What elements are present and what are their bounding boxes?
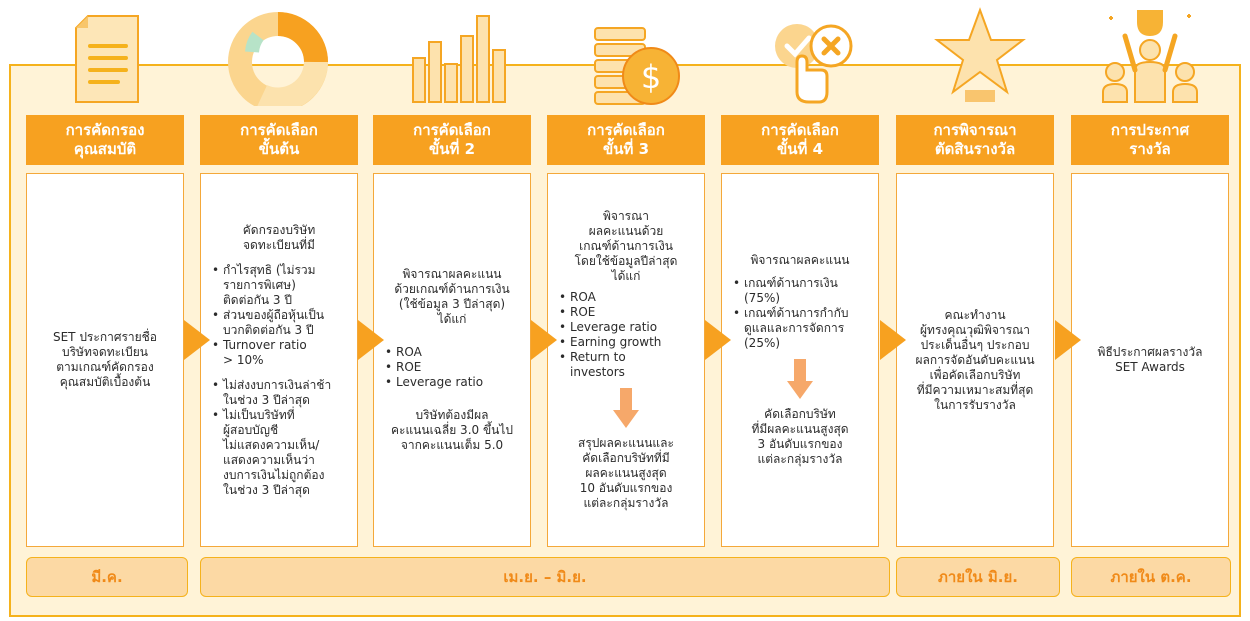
list-item: ไม่ส่งงบการเงินล่าช้า ในช่วง 3 ปีล่าสุด (212, 378, 349, 408)
right-arrow-icon (1055, 320, 1081, 360)
star-trophy-icon (934, 7, 1026, 102)
timeline-label-apr-jun: เม.ย. – มิ.ย. (200, 557, 890, 597)
stage-title: การคัดเลือก ขั้นที่ 4 (761, 121, 839, 158)
card-text: คณะทำงาน ผู้ทรงคุณวุฒิพิจารณา ประเด็นอื่… (915, 307, 1035, 412)
list-item: Return to investors (559, 350, 696, 380)
stage-title: การคัดเลือก ขั้นที่ 2 (413, 121, 491, 158)
criteria-list: ROA ROE Leverage ratio (382, 345, 522, 390)
list-item: เกณฑ์ด้านการเงิน (75%) (733, 276, 870, 306)
down-arrow-icon (613, 388, 639, 428)
stage-title: การพิจารณา ตัดสินรางวัล (933, 121, 1017, 158)
timeline-label-within-jun: ภายใน มิ.ย. (896, 557, 1060, 597)
timeline-label-march: มี.ค. (26, 557, 188, 597)
list-item: ส่วนของผู้ถือหุ้นเป็น บวกติดต่อกัน 3 ปี (212, 308, 349, 338)
list-item: Turnover ratio > 10% (212, 338, 349, 368)
card-text: SET ประกาศรายชื่อ บริษัทจดทะเบียน ตามเกณ… (52, 330, 158, 389)
stage-header-screening: การคัดกรอง คุณสมบัติ (26, 115, 184, 165)
check-cross-hand-icon (775, 24, 853, 104)
criteria-list: เกณฑ์ด้านการเงิน (75%) เกณฑ์ด้านการกำกับ… (730, 276, 870, 351)
card-intro: คัดกรองบริษัท จดทะเบียนที่มี (242, 222, 316, 252)
card-step4: พิจารณาผลคะแนน เกณฑ์ด้านการเงิน (75%) เก… (721, 173, 879, 547)
winner-people-icon (1102, 10, 1198, 103)
list-item: เกณฑ์ด้านการกำกับ ดูแลและการจัดการ (25%) (733, 306, 870, 351)
list-item: กำไรสุทธิ (ไม่รวม รายการพิเศษ) ติดต่อกัน… (212, 263, 349, 308)
stage-title: การคัดเลือก ขั้นต้น (240, 121, 318, 158)
right-arrow-icon (358, 320, 384, 360)
stage-header-step3: การคัดเลือก ขั้นที่ 3 (547, 115, 705, 165)
card-intro: พิจารณาผลคะแนน (750, 253, 850, 267)
down-arrow-icon (787, 359, 813, 399)
criteria-list: ROA ROE Leverage ratio Earning growth Re… (556, 290, 696, 380)
criteria-list: ไม่ส่งงบการเงินล่าช้า ในช่วง 3 ปีล่าสุด … (209, 378, 349, 498)
card-result: สรุปผลคะแนนและ คัดเลือกบริษัทที่มี ผลคะแ… (578, 436, 674, 510)
card-step2: พิจารณาผลคะแนน ด้วยเกณฑ์ด้านการเงิน (ใช้… (373, 173, 531, 547)
document-icon (75, 15, 139, 103)
list-item: Earning growth (559, 335, 696, 350)
card-intro: พิจารณาผลคะแนน ด้วยเกณฑ์ด้านการเงิน (ใช้… (394, 267, 510, 326)
list-item: Leverage ratio (385, 375, 522, 390)
card-judging: คณะทำงาน ผู้ทรงคุณวุฒิพิจารณา ประเด็นอื่… (896, 173, 1054, 547)
list-item: ไม่เป็นบริษัทที่ ผู้สอบบัญชี ไม่แสดงความ… (212, 408, 349, 498)
timeline-text: เม.ย. – มิ.ย. (503, 568, 587, 586)
donut-chart-icon (228, 12, 328, 106)
card-announcement: พิธีประกาศผลรางวัล SET Awards (1071, 173, 1229, 547)
list-item: ROA (385, 345, 522, 360)
card-result: คัดเลือกบริษัท ที่มีผลคะแนนสูงสุด 3 อันด… (751, 407, 849, 466)
card-note: บริษัทต้องมีผล คะแนนเฉลี่ย 3.0 ขึ้นไป จา… (390, 408, 514, 452)
right-arrow-icon (705, 320, 731, 360)
stage-header-announcement: การประกาศ รางวัล (1071, 115, 1229, 165)
card-text: พิธีประกาศผลรางวัล SET Awards (1097, 345, 1203, 374)
coin-stack-icon: $ (594, 27, 680, 105)
stage-title: การประกาศ รางวัล (1110, 121, 1190, 158)
stage-header-judging: การพิจารณา ตัดสินรางวัล (896, 115, 1054, 165)
card-step3: พิจารณา ผลคะแนนด้วย เกณฑ์ด้านการเงิน โดย… (547, 173, 705, 547)
stage-title: การคัดกรอง คุณสมบัติ (65, 121, 145, 158)
list-item: Leverage ratio (559, 320, 696, 335)
right-arrow-icon (531, 320, 557, 360)
card-intro: พิจารณา ผลคะแนนด้วย เกณฑ์ด้านการเงิน โดย… (574, 209, 678, 283)
timeline-text: ภายใน มิ.ย. (938, 568, 1018, 586)
stage-title: การคัดเลือก ขั้นที่ 3 (587, 121, 665, 158)
stage-header-step2: การคัดเลือก ขั้นที่ 2 (373, 115, 531, 165)
timeline-text: ภายใน ต.ค. (1110, 568, 1192, 586)
timeline-text: มี.ค. (91, 568, 123, 586)
right-arrow-icon (184, 320, 210, 360)
list-item: ROE (385, 360, 522, 375)
bar-chart-icon (412, 15, 506, 103)
list-item: ROE (559, 305, 696, 320)
criteria-list: กำไรสุทธิ (ไม่รวม รายการพิเศษ) ติดต่อกัน… (209, 263, 349, 368)
svg-text:$: $ (641, 58, 661, 96)
stage-header-step4: การคัดเลือก ขั้นที่ 4 (721, 115, 879, 165)
timeline-label-within-oct: ภายใน ต.ค. (1071, 557, 1231, 597)
list-item: ROA (559, 290, 696, 305)
card-initial-selection: คัดกรองบริษัท จดทะเบียนที่มี กำไรสุทธิ (… (200, 173, 358, 547)
card-screening: SET ประกาศรายชื่อ บริษัทจดทะเบียน ตามเกณ… (26, 173, 184, 547)
right-arrow-icon (880, 320, 906, 360)
stage-header-initial: การคัดเลือก ขั้นต้น (200, 115, 358, 165)
